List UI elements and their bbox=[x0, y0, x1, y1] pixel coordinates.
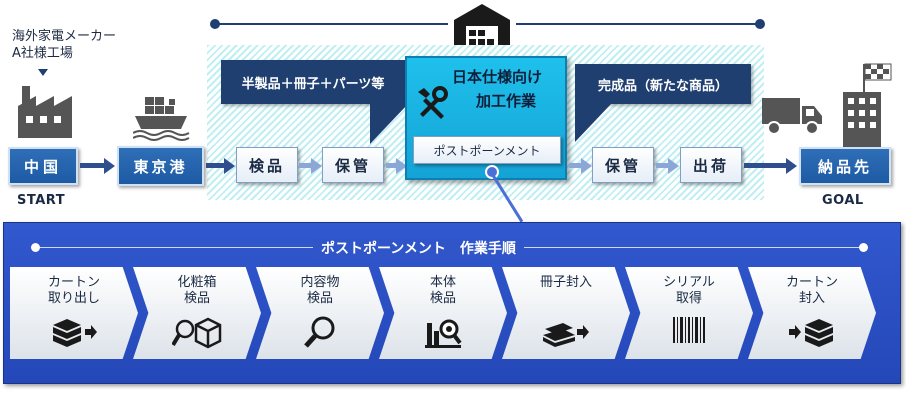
ship-box: 出荷 bbox=[680, 147, 742, 183]
arrow-process-storage bbox=[569, 163, 583, 168]
box-inspect-icon bbox=[171, 315, 222, 353]
factory-pointer-icon bbox=[38, 69, 48, 76]
step-label: カートン 取り出し bbox=[47, 275, 100, 306]
step-carton-out: カートン 取り出し bbox=[10, 267, 138, 359]
step-label: シリアル 取得 bbox=[663, 275, 715, 306]
inspect-box: 検品 bbox=[236, 147, 298, 183]
truck-icon bbox=[762, 96, 824, 140]
procedure-dot-right bbox=[859, 243, 868, 252]
process-title-1: 日本仕様向け bbox=[452, 68, 543, 86]
step-carton-seal: カートン 封入 bbox=[748, 267, 876, 359]
step-body-inspect: 本体 検品 bbox=[379, 267, 507, 359]
arrow-china-port bbox=[80, 163, 106, 168]
procedure-dot-left bbox=[31, 243, 40, 252]
factory-label: 海外家電メーカー A社様工場 bbox=[12, 29, 117, 61]
callout-left-pointer bbox=[370, 104, 408, 144]
box-out-icon bbox=[49, 315, 99, 353]
chart-inspect-icon bbox=[423, 315, 463, 353]
step-label: 本体 検品 bbox=[429, 275, 456, 306]
step-serial-get: シリアル 取得 bbox=[625, 267, 753, 359]
destination-box: 納品先 bbox=[799, 147, 891, 185]
arrow-ship-dest bbox=[744, 163, 788, 168]
arrow-head-ship-dest bbox=[786, 158, 797, 174]
procedure-title: ポストポーンメント 作業手順 bbox=[313, 238, 524, 258]
step-content-inspect: 内容物 検品 bbox=[256, 267, 384, 359]
postponement-button: ポストポーンメント bbox=[413, 136, 561, 164]
books-in-icon bbox=[541, 315, 591, 353]
arrow-storage-ship bbox=[656, 163, 670, 168]
step-label: 化粧箱 検品 bbox=[177, 275, 217, 306]
arrow-head-china-port bbox=[104, 158, 115, 174]
arrow-head-port-inspect bbox=[224, 158, 235, 174]
ship-icon bbox=[132, 95, 191, 145]
factory-icon bbox=[16, 82, 80, 142]
storage-box-2: 保管 bbox=[592, 147, 654, 183]
step-booklet-insert: 冊子封入 bbox=[502, 267, 630, 359]
process-title-2: 加工作業 bbox=[476, 92, 537, 110]
arrow-head-inspect-storage bbox=[311, 158, 322, 174]
barcode-icon bbox=[671, 315, 707, 349]
arrow-head-storage-ship bbox=[668, 158, 679, 174]
callout-finished-products: 完成品（新たな商品） bbox=[575, 64, 751, 104]
step-box-inspect: 化粧箱 検品 bbox=[133, 267, 261, 359]
arrow-inspect-storage bbox=[299, 163, 313, 168]
line-dot-left bbox=[210, 19, 220, 29]
arrow-storage-process bbox=[386, 163, 398, 168]
step-label: 冊子封入 bbox=[539, 275, 592, 290]
storage-box-1: 保管 bbox=[322, 147, 384, 183]
building-flag-icon bbox=[835, 62, 895, 152]
arrow-port-inspect bbox=[206, 163, 226, 168]
line-dot-right bbox=[755, 19, 765, 29]
tools-icon bbox=[414, 86, 450, 126]
arrow-head-storage-process bbox=[396, 158, 407, 174]
arrow-head-process-storage bbox=[581, 158, 592, 174]
step-label: 内容物 検品 bbox=[300, 275, 340, 306]
port-box-tokyo: 東京港 bbox=[117, 146, 204, 186]
box-in-icon bbox=[787, 315, 837, 353]
start-label: START bbox=[17, 193, 66, 208]
step-label: カートン 封入 bbox=[785, 275, 838, 306]
callout-semi-products: 半製品＋冊子＋パーツ等 bbox=[221, 60, 405, 104]
magnifier-icon bbox=[303, 315, 337, 353]
goal-label: GOAL bbox=[822, 193, 864, 208]
callout-right-pointer bbox=[575, 104, 611, 142]
start-box-china: 中国 bbox=[8, 147, 78, 185]
warehouse-icon bbox=[448, 0, 516, 52]
